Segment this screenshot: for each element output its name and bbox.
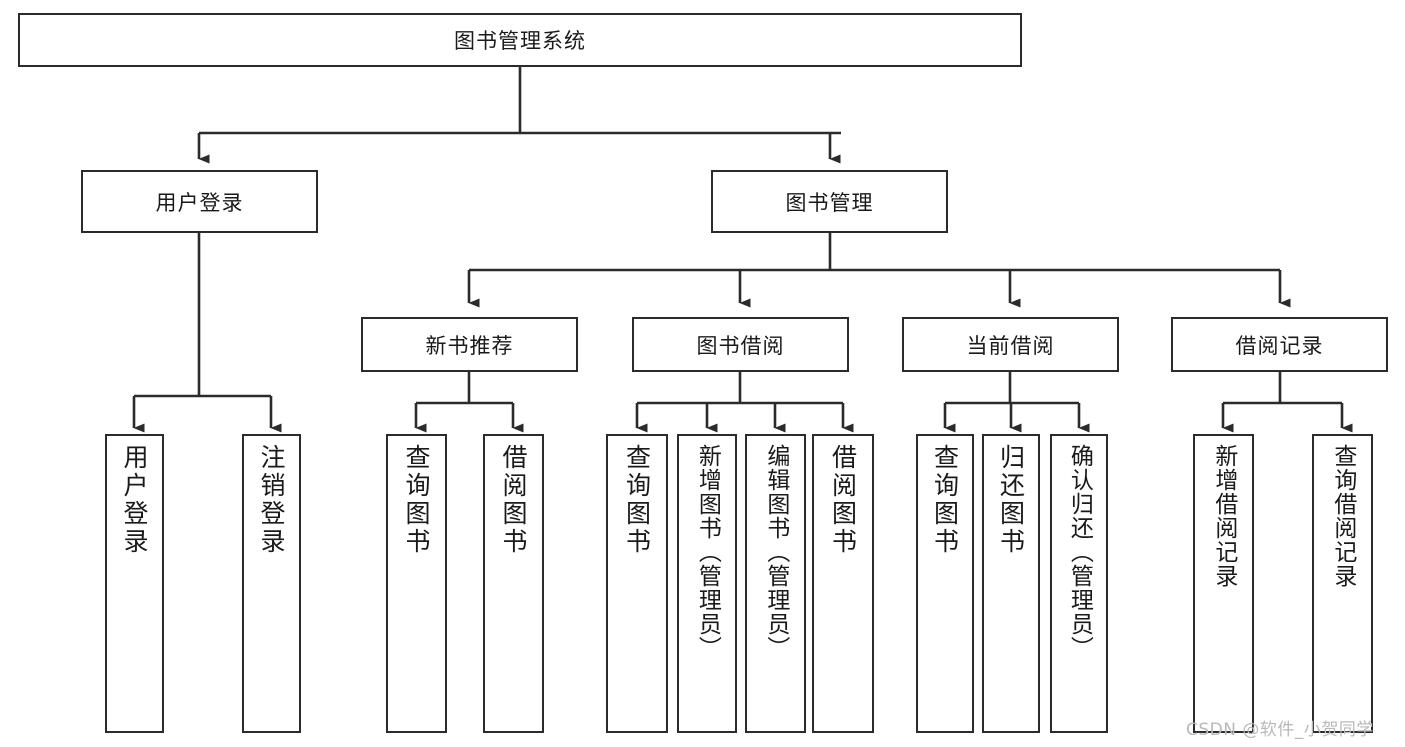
leaf-current-borrow-return-book[interactable]: 归还图书: [982, 434, 1040, 733]
node-label: 新增图书（管理员）: [694, 444, 721, 660]
node-label: 注销登录: [257, 444, 286, 556]
leaf-current-borrow-confirm-return-admin[interactable]: 确认归还（管理员）: [1050, 434, 1108, 733]
node-label: 用户登录: [155, 190, 244, 215]
node-book-borrow[interactable]: 图书借阅: [632, 317, 849, 372]
node-label: 查询图书: [622, 444, 652, 556]
node-label: 查询图书: [930, 444, 960, 556]
node-user-login[interactable]: 用户登录: [81, 170, 318, 233]
node-label: 用户登录: [120, 444, 149, 556]
leaf-book-borrow-edit-book-admin[interactable]: 编辑图书（管理员）: [745, 434, 806, 733]
node-label: 图书管理系统: [454, 29, 586, 53]
node-borrow-record[interactable]: 借阅记录: [1171, 317, 1388, 372]
node-label: 图书管理: [785, 190, 874, 215]
leaf-user-login-logout[interactable]: 注销登录: [242, 434, 301, 733]
node-label: 新增借阅记录: [1210, 444, 1237, 588]
node-label: 当前借阅: [966, 333, 1055, 358]
leaf-new-book-borrow-book[interactable]: 借阅图书: [483, 434, 544, 733]
node-label: 图书借阅: [696, 333, 785, 358]
leaf-new-book-query-book[interactable]: 查询图书: [386, 434, 447, 733]
node-label: 编辑图书（管理员）: [762, 444, 789, 660]
node-label: 归还图书: [996, 444, 1026, 556]
leaf-borrow-record-add-record[interactable]: 新增借阅记录: [1193, 434, 1254, 733]
node-label: 确认归还（管理员）: [1066, 444, 1093, 660]
node-root-book-management-system[interactable]: 图书管理系统: [18, 13, 1022, 67]
node-label: 查询借阅记录: [1329, 444, 1356, 588]
node-label: 新书推荐: [425, 333, 514, 358]
node-label: 借阅图书: [828, 444, 858, 556]
node-book-management[interactable]: 图书管理: [711, 170, 948, 233]
leaf-book-borrow-borrow-book[interactable]: 借阅图书: [812, 434, 874, 733]
leaf-borrow-record-query-record[interactable]: 查询借阅记录: [1312, 434, 1373, 733]
node-new-book-recommend[interactable]: 新书推荐: [361, 317, 578, 372]
node-current-borrow[interactable]: 当前借阅: [902, 317, 1119, 372]
leaf-current-borrow-query-book[interactable]: 查询图书: [916, 434, 974, 733]
leaf-book-borrow-query-book[interactable]: 查询图书: [606, 434, 668, 733]
leaf-user-login-login[interactable]: 用户登录: [105, 434, 164, 733]
node-label: 借阅记录: [1235, 333, 1324, 358]
node-label: 查询图书: [402, 444, 431, 556]
csdn-watermark: CSDN @软件_小贺同学: [1186, 720, 1374, 740]
node-label: 借阅图书: [499, 444, 528, 556]
leaf-book-borrow-add-book-admin[interactable]: 新增图书（管理员）: [677, 434, 737, 733]
